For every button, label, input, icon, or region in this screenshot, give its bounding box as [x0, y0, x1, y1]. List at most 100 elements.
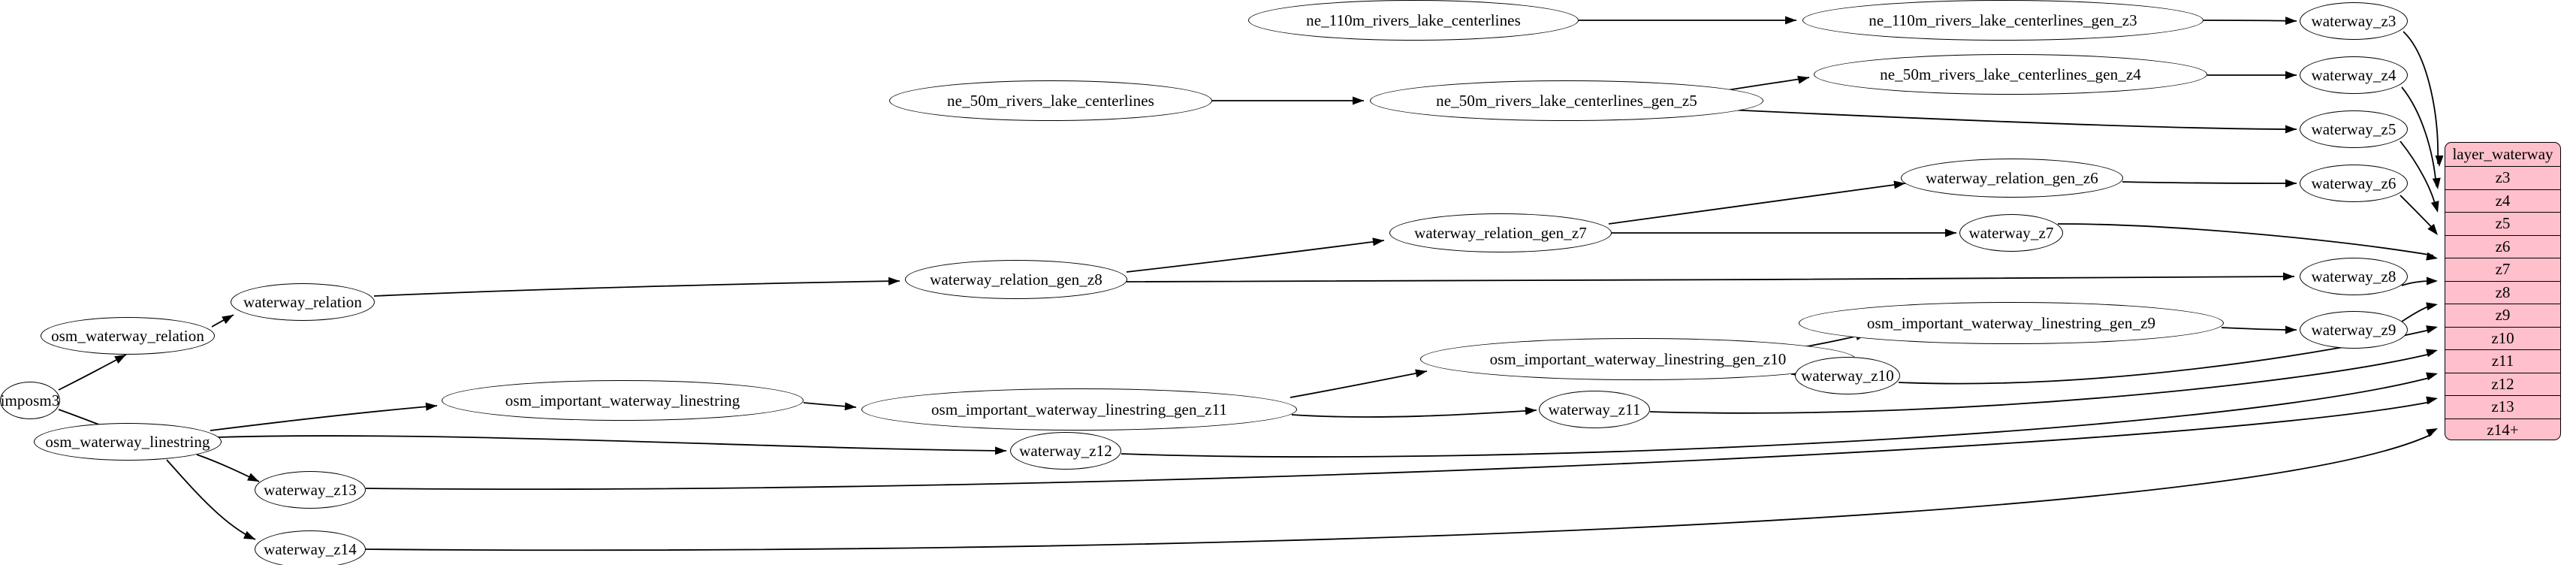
graph-edge-waterway_relation_gen_z8-to-waterway_z8 — [1126, 276, 2295, 283]
graph-node-osm_important_waterway_linestring_gen_z10[interactable]: osm_important_waterway_linestring_gen_z1… — [1420, 338, 1856, 380]
graph-edge-arrowhead — [1415, 369, 1427, 378]
graph-node-ne_50m_rivers_lake_centerlines_gen_z4[interactable]: ne_50m_rivers_lake_centerlines_gen_z4 — [1814, 54, 2207, 95]
graph-node-waterway_z3[interactable]: waterway_z3 — [2300, 2, 2408, 40]
graph-node-waterway_relation_gen_z8[interactable]: waterway_relation_gen_z8 — [905, 260, 1127, 299]
layer-waterway-row-z3[interactable]: z3 — [2445, 166, 2560, 189]
graph-edge-arrowhead — [2285, 179, 2297, 188]
graph-node-waterway_z14[interactable]: waterway_z14 — [255, 530, 366, 565]
graph-edge-waterway_z7-to-layer_waterway_z7 — [2057, 223, 2434, 256]
graph-edge-arrowhead — [2427, 223, 2438, 235]
graph-node-waterway_relation[interactable]: waterway_relation — [231, 283, 375, 321]
graph-node-waterway_z11[interactable]: waterway_z11 — [1539, 391, 1650, 428]
graph-edge-arrowhead — [2426, 428, 2438, 437]
graph-edge-arrowhead — [2435, 156, 2444, 167]
graph-edge-arrowhead — [2285, 71, 2297, 80]
graph-edge-arrowhead — [2432, 177, 2441, 189]
layer-waterway-row-z10[interactable]: z10 — [2445, 326, 2560, 350]
graph-edge-osm_important_waterway_linestring_gen_z11-to-waterway_z11 — [1291, 409, 1537, 418]
graph-node-label: waterway_z11 — [1548, 400, 1641, 418]
graph-edge-arrowhead — [1372, 237, 1384, 246]
graph-node-label: waterway_z12 — [1019, 441, 1112, 460]
layer-waterway-row-z4[interactable]: z4 — [2445, 189, 2560, 213]
graph-edge-ne_50m_rivers_lake_centerlines_gen_z5-to-ne_50m_rivers_lake_centerlines_gen_z4 — [1727, 77, 1810, 91]
graph-node-label: waterway_z3 — [2311, 11, 2397, 30]
graph-edge-arrowhead — [1893, 180, 1905, 189]
graph-node-osm_important_waterway_linestring[interactable]: osm_important_waterway_linestring — [442, 380, 804, 421]
layer-waterway-row-z11[interactable]: z11 — [2445, 349, 2560, 373]
graph-node-label: waterway_z14 — [264, 539, 357, 558]
graph-edge-arrowhead — [2285, 325, 2297, 334]
graph-node-osm_important_waterway_linestring_gen_z11[interactable]: osm_important_waterway_linestring_gen_z1… — [861, 388, 1297, 431]
graph-edge-arrowhead — [2285, 17, 2297, 26]
graph-node-label: osm_important_waterway_linestring_gen_z9 — [1866, 313, 2156, 332]
graph-edge-waterway_z3-to-layer_waterway_z3 — [2403, 31, 2439, 165]
graph-node-label: waterway_z7 — [1968, 223, 2054, 242]
layer-waterway-row-z13[interactable]: z13 — [2445, 395, 2560, 418]
graph-edge-arrowhead — [1797, 75, 1809, 84]
graph-node-waterway_z8[interactable]: waterway_z8 — [2300, 258, 2408, 295]
graph-node-osm_waterway_linestring[interactable]: osm_waterway_linestring — [34, 423, 222, 461]
graph-edge-waterway_relation_gen_z8-to-waterway_relation_gen_z7 — [1126, 240, 1385, 273]
graph-node-label: ne_50m_rivers_lake_centerlines — [947, 91, 1154, 110]
graph-node-label: imposm3 — [0, 391, 60, 409]
graph-node-label: waterway_z10 — [1801, 366, 1894, 385]
graph-node-label: ne_110m_rivers_lake_centerlines_gen_z3 — [1869, 11, 2137, 29]
graph-edge-osm_waterway_linestring-to-waterway_z12 — [216, 435, 1007, 452]
graph-edge-waterway_relation-to-waterway_relation_gen_z8 — [373, 280, 900, 297]
graph-node-waterway_relation_gen_z6[interactable]: waterway_relation_gen_z6 — [1901, 159, 2123, 198]
graph-edge-arrowhead — [888, 276, 900, 286]
graph-node-waterway_z4[interactable]: waterway_z4 — [2300, 56, 2408, 94]
layer-waterway-row-z7[interactable]: z7 — [2445, 258, 2560, 281]
graph-node-ne_50m_rivers_lake_centerlines_gen_z5[interactable]: ne_50m_rivers_lake_centerlines_gen_z5 — [1370, 80, 1763, 121]
layer-waterway-table-header: layer_waterway — [2452, 145, 2553, 163]
graph-edge-arrowhead — [1785, 16, 1796, 25]
graph-node-ne_110m_rivers_lake_centerlines[interactable]: ne_110m_rivers_lake_centerlines — [1248, 0, 1579, 41]
graph-edge-arrowhead — [2285, 125, 2297, 134]
layer-waterway-row-z6[interactable]: z6 — [2445, 234, 2560, 258]
graph-node-label: waterway_z5 — [2311, 119, 2397, 138]
graph-edge-waterway_z4-to-layer_waterway_z4 — [2401, 86, 2437, 187]
graph-node-label: osm_important_waterway_linestring_gen_z1… — [931, 400, 1228, 418]
graph-node-ne_110m_rivers_lake_centerlines_gen_z3[interactable]: ne_110m_rivers_lake_centerlines_gen_z3 — [1802, 0, 2203, 41]
graph-node-label: ne_50m_rivers_lake_centerlines_gen_z5 — [1436, 91, 1697, 110]
graph-node-waterway_z12[interactable]: waterway_z12 — [1010, 432, 1121, 470]
graph-node-waterway_z10[interactable]: waterway_z10 — [1795, 357, 1900, 394]
graph-node-label: waterway_z13 — [264, 480, 357, 499]
layer-waterway-row-z14+[interactable]: z14+ — [2445, 418, 2560, 440]
graph-node-label: waterway_relation — [243, 292, 362, 311]
graph-node-waterway_z9[interactable]: waterway_z9 — [2300, 311, 2408, 349]
graph-node-waterway_z7[interactable]: waterway_z7 — [1959, 214, 2063, 252]
layer-waterway-row-z8[interactable]: z8 — [2445, 280, 2560, 304]
graph-edge-arrowhead — [425, 402, 437, 411]
graph-edge-arrowhead — [2282, 272, 2294, 281]
graph-edge-waterway_relation_gen_z7-to-waterway_relation_gen_z6 — [1608, 183, 1906, 225]
graph-edge-waterway_relation_gen_z6-to-waterway_z6 — [2122, 181, 2297, 184]
graph-edge-arrowhead — [247, 473, 259, 482]
graph-edge-arrowhead — [243, 530, 255, 539]
graph-edge-arrowhead — [114, 355, 126, 364]
graph-edge-ne_50m_rivers_lake_centerlines_gen_z5-to-waterway_z5 — [1727, 109, 2297, 130]
graph-edge-arrowhead — [2426, 349, 2438, 358]
graph-node-ne_50m_rivers_lake_centerlines[interactable]: ne_50m_rivers_lake_centerlines — [889, 80, 1212, 121]
layer-waterway-row-z9[interactable]: z9 — [2445, 304, 2560, 327]
graph-edge-arrowhead — [994, 446, 1006, 455]
graph-node-osm_important_waterway_linestring_gen_z9[interactable]: osm_important_waterway_linestring_gen_z9 — [1799, 302, 2224, 344]
graph-node-label: waterway_z9 — [2311, 320, 2397, 339]
graph-node-waterway_z5[interactable]: waterway_z5 — [2300, 110, 2408, 148]
graph-node-osm_waterway_relation[interactable]: osm_waterway_relation — [41, 317, 215, 355]
graph-edge-arrowhead — [2426, 372, 2438, 381]
graph-edge-arrowhead — [844, 402, 856, 411]
layer-waterway-row-z5[interactable]: z5 — [2445, 212, 2560, 235]
graph-edge-waterway_z14-to-layer_waterway_z14 — [365, 434, 2433, 551]
graph-node-waterway_z13[interactable]: waterway_z13 — [255, 471, 366, 509]
graph-node-label: waterway_relation_gen_z7 — [1414, 223, 1587, 242]
graph-node-label: waterway_relation_gen_z8 — [930, 270, 1102, 289]
graph-node-waterway_relation_gen_z7[interactable]: waterway_relation_gen_z7 — [1389, 213, 1612, 252]
graph-node-label: osm_important_waterway_linestring — [505, 391, 741, 409]
layer-waterway-row-z12[interactable]: z12 — [2445, 372, 2560, 396]
graph-node-waterway_z6[interactable]: waterway_z6 — [2300, 165, 2408, 202]
graph-node-label: ne_110m_rivers_lake_centerlines — [1306, 11, 1521, 29]
graph-node-imposm3[interactable]: imposm3 — [0, 382, 60, 419]
